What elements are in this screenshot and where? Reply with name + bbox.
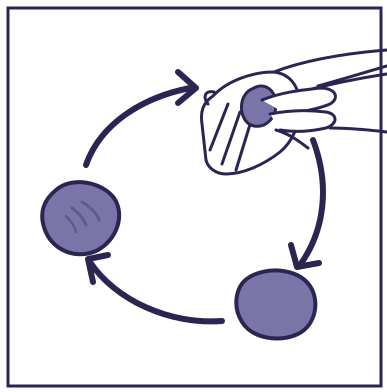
diagram-border [6,6,383,388]
arrow-top-left [83,69,199,168]
arrow-clockwise-icon [87,259,225,325]
soap-bar-smooth [234,268,318,341]
soap-bar-rough [40,180,122,257]
arrow-clockwise-icon [83,85,193,168]
arrow-right [288,137,326,270]
arrow-bottom-left [85,252,225,325]
arrow-clockwise-icon [297,137,326,268]
hands-rubbing-soap [200,48,387,176]
soap-in-palm-icon [240,84,278,128]
soap-bar-smooth-icon [234,268,318,341]
